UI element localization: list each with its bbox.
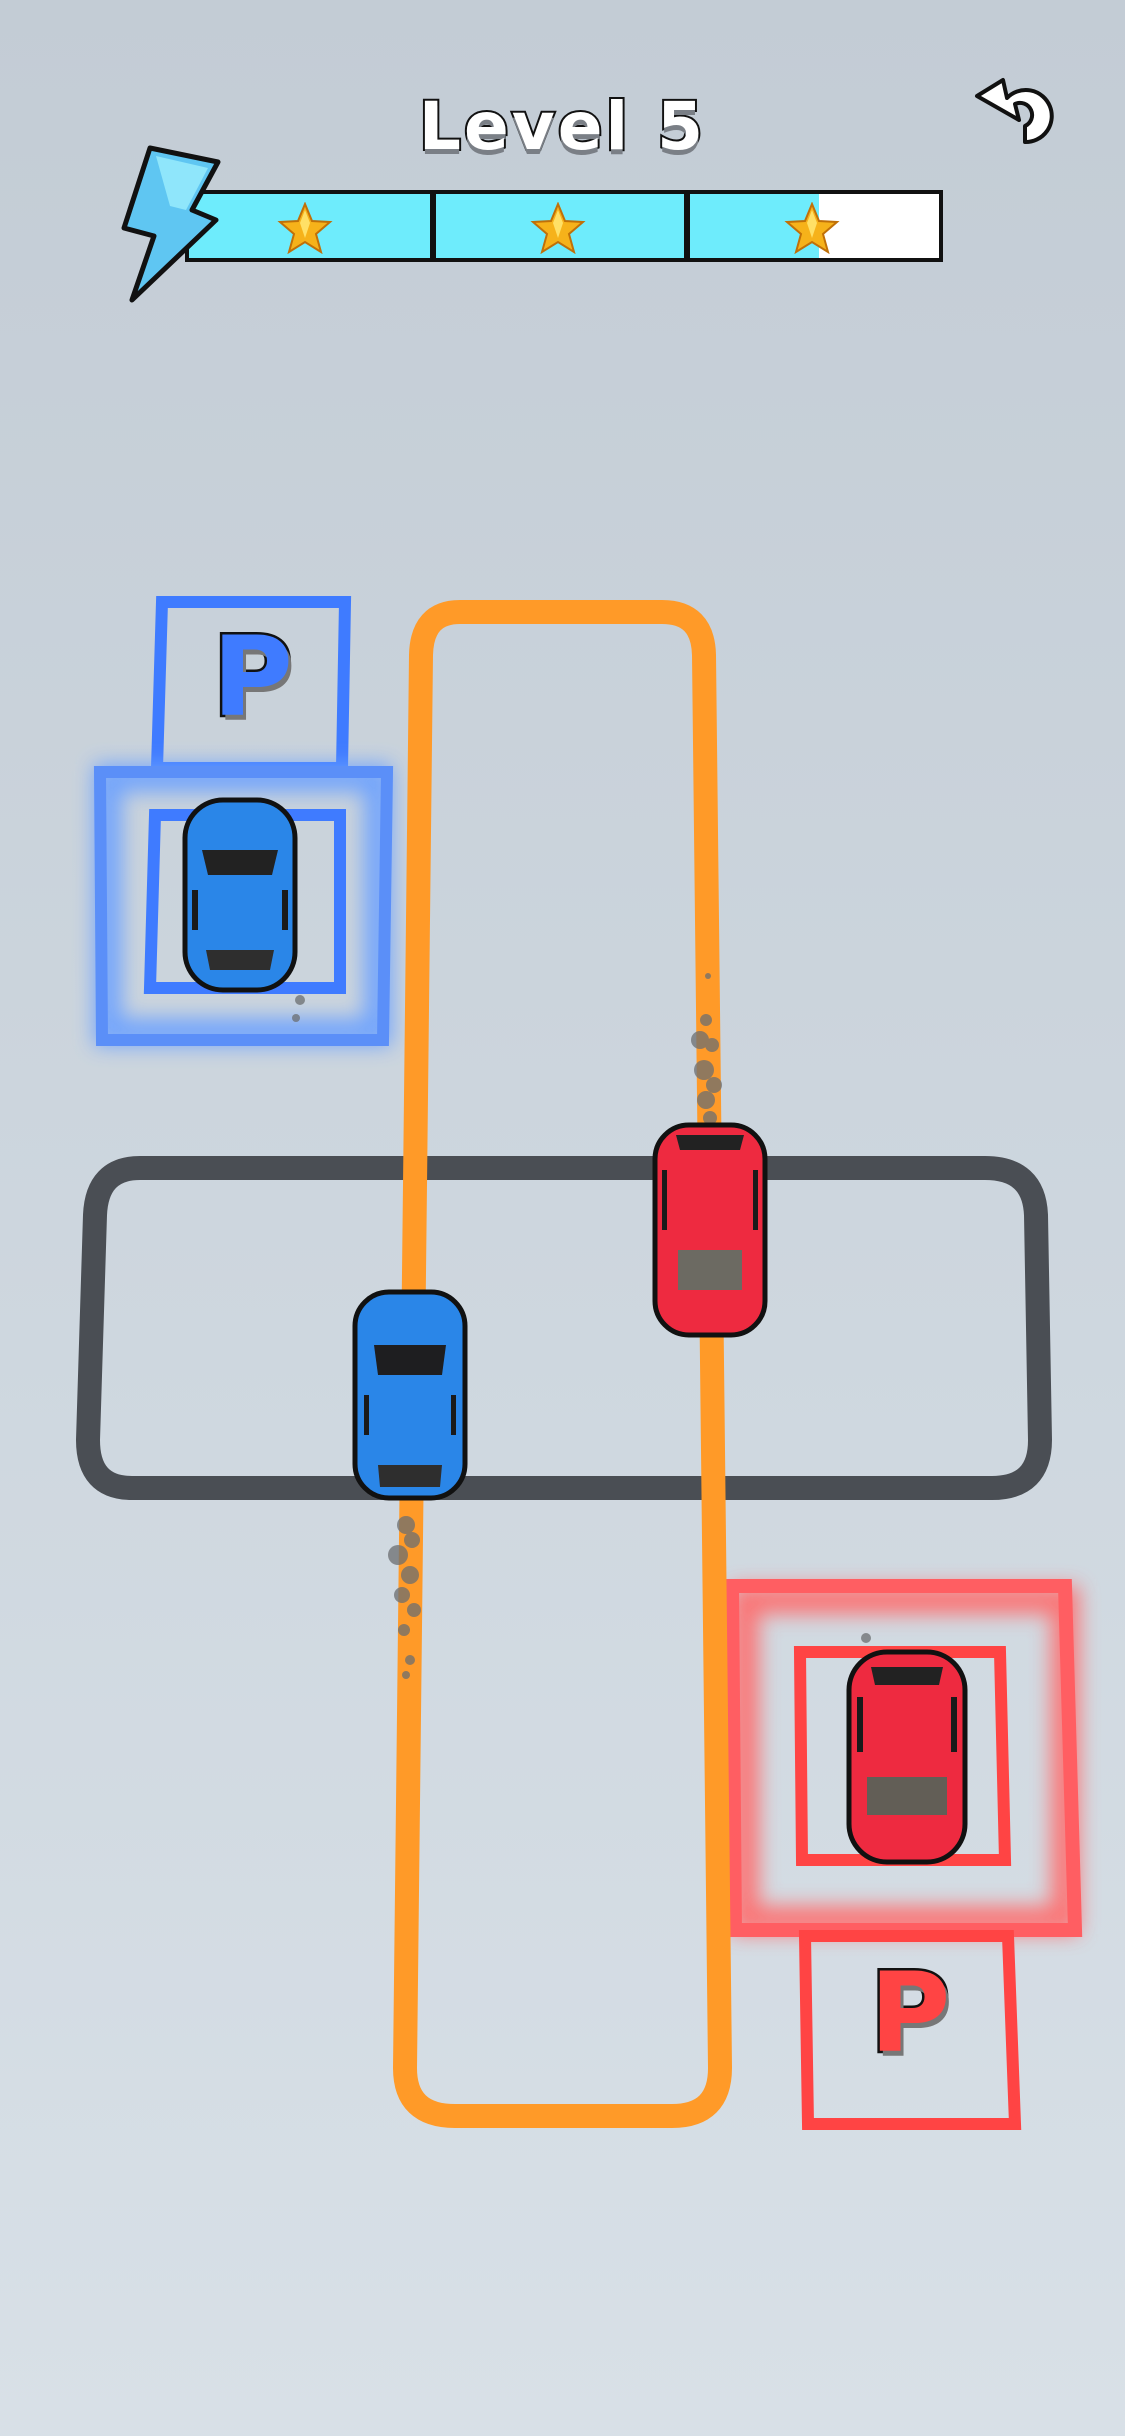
red-parking-label: P (867, 1949, 953, 2077)
restart-button[interactable] (955, 58, 1065, 148)
restart-icon (975, 78, 1054, 145)
blue-car-parked[interactable] (182, 797, 298, 993)
level-progress-bar (185, 190, 943, 262)
star-icon (277, 202, 333, 254)
lightning-bolt-icon (121, 145, 221, 303)
gray-path (75, 1156, 1053, 1500)
progress-divider (430, 194, 436, 258)
red-car-moving[interactable] (652, 1122, 768, 1338)
energy-bolt (110, 140, 230, 305)
orange-path (392, 600, 733, 2128)
level-title: Level 5 (417, 86, 707, 167)
red-car-parked[interactable] (846, 1649, 968, 1865)
blue-parking-label: P (210, 613, 296, 741)
blue-car-moving[interactable] (352, 1289, 468, 1501)
star-icon (530, 202, 586, 254)
star-icon (784, 202, 840, 254)
progress-divider (684, 194, 690, 258)
dust-trail (292, 973, 871, 1679)
